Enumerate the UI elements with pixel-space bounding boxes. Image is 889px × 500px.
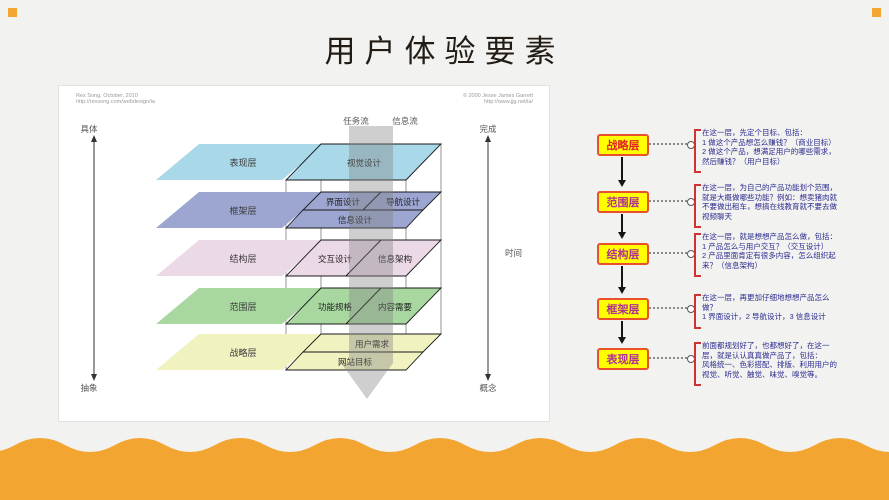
cell-label: 界面设计 [326, 197, 361, 207]
cell-label: 信息架构 [378, 254, 412, 264]
layer-name: 表现层 [229, 157, 256, 168]
flow-band-arrow-icon [341, 363, 393, 399]
arrowhead-up-icon [91, 135, 97, 142]
cell-site-objectives [284, 351, 425, 371]
flow-box-label: 范围层 [606, 197, 640, 209]
flow-box-skeleton: 框架层 [597, 298, 649, 320]
decor-square-right [872, 8, 881, 17]
flow-band [341, 126, 393, 399]
credit-garrett: © 2000 Jesse James Garrett [463, 92, 534, 99]
credit-garrett-url: http://www.jjg.net/ia/ [484, 99, 533, 105]
down-arrow-icon [618, 266, 626, 294]
layer-flowchart: 战略层 在这一层，先定个目标、包括： 1 做这个产品想怎么赚钱？（商业目标） 2… [590, 120, 888, 420]
axis-concrete-abstract: 具体 抽象 [80, 124, 98, 393]
note-bracket-icon [694, 129, 701, 173]
layer-plane [156, 240, 325, 276]
note-bracket-icon [694, 294, 701, 329]
flow-box-surface: 表现层 [597, 348, 649, 370]
flow-box-label: 结构层 [606, 249, 640, 261]
wave-shape [0, 438, 889, 500]
note-structure: 在这一层，就是想想产品怎么做，包括： 1 产品怎么与用户交互？（交互设计） 2 … [702, 232, 837, 270]
layer-plane [156, 192, 325, 228]
cell-content-requirements [344, 287, 443, 325]
layer-strategy: 战略层 用户需求 网站目标 [156, 333, 443, 371]
down-arrow-icon [618, 214, 626, 239]
axis-label-concrete: 具体 [80, 124, 98, 134]
ux-elements-diagram: Rex Song, October, 2010 http://rexsong.c… [76, 92, 534, 399]
cell-label: 信息设计 [338, 215, 373, 225]
label-info-flow: 信息流 [392, 116, 418, 126]
axis-label-completion: 完成 [479, 124, 497, 134]
flow-box-strategy: 战略层 [597, 134, 649, 156]
page-title: 用户体验要素 [324, 34, 565, 69]
axis-label-conception: 概念 [479, 383, 497, 393]
dotted-connector [649, 357, 687, 359]
layer-structure: 结构层 交互设计 信息架构 [156, 239, 443, 277]
cell-label: 导航设计 [386, 197, 421, 207]
cell-information-design [284, 209, 425, 229]
arrowhead-down-icon [91, 374, 97, 381]
flow-box-label: 战略层 [606, 140, 640, 152]
cell-label: 交互设计 [318, 254, 353, 264]
down-arrow-icon [618, 321, 626, 344]
note-scope: 在这一层，为自己的产品功能划个范围， 就是大概做哪些功能？例如：想卖猪肉就 不要… [702, 183, 837, 221]
cell-label: 功能规格 [318, 302, 353, 312]
layer-name: 范围层 [229, 301, 256, 312]
layer-plane [156, 288, 325, 324]
note-strategy: 在这一层，先定个目标、包括： 1 做这个产品想怎么赚钱？（商业目标） 2 做这个… [702, 128, 836, 166]
dotted-connector [649, 252, 687, 254]
axis-label-abstract: 抽象 [80, 383, 98, 393]
flow-box-structure: 结构层 [597, 243, 649, 265]
layer-plane [156, 144, 325, 180]
note-bracket-icon [694, 233, 701, 277]
note-skeleton: 在这一层，再更加仔细地想想产品怎么 做？ 1 界面设计，2 导航设计，3 信息设… [702, 293, 830, 321]
axis-label-time: 时间 [505, 248, 522, 258]
note-bracket-icon [694, 184, 701, 228]
layer-plane [156, 334, 325, 370]
dotted-connector [649, 200, 687, 202]
layer-skeleton: 框架层 界面设计 导航设计 信息设计 [156, 191, 443, 229]
layer-name: 框架层 [229, 205, 256, 216]
cell-visual-design [284, 143, 443, 181]
cell-label: 内容需要 [378, 302, 413, 312]
cell-information-architecture [344, 239, 443, 277]
axis-completion-conception: 完成 概念 时间 [479, 124, 522, 393]
dotted-connector [649, 143, 687, 145]
ux-diagram-panel: Rex Song, October, 2010 http://rexsong.c… [58, 85, 550, 422]
flow-box-label: 框架层 [606, 304, 640, 316]
layer-scope: 范围层 功能规格 内容需要 [156, 287, 443, 325]
decor-square-left [8, 8, 17, 17]
label-task-flow: 任务流 [343, 116, 369, 126]
layer-name: 结构层 [229, 253, 256, 264]
credit-author: Rex Song, October, 2010 [76, 93, 138, 99]
credit-author-url: http://rexsong.com/webdesign/ia [76, 99, 156, 105]
flow-box-label: 表现层 [606, 354, 640, 366]
flow-box-scope: 范围层 [597, 191, 649, 213]
layer-surface: 表现层 视觉设计 [156, 143, 443, 181]
cell-label: 视觉设计 [347, 158, 382, 168]
down-arrow-icon [618, 157, 626, 187]
arrowhead-down-icon [485, 374, 491, 381]
wave-footer [0, 438, 889, 500]
layer-name: 战略层 [229, 347, 256, 358]
note-surface: 前面都规划好了，也都想好了，在这一 层，就是认认真真做产品了，包括： 风格统一、… [702, 341, 837, 379]
cell-label: 用户需求 [355, 339, 390, 349]
note-bracket-icon [694, 342, 701, 386]
arrowhead-up-icon [485, 135, 491, 142]
cell-label: 网站目标 [338, 357, 373, 367]
dotted-connector [649, 307, 687, 309]
